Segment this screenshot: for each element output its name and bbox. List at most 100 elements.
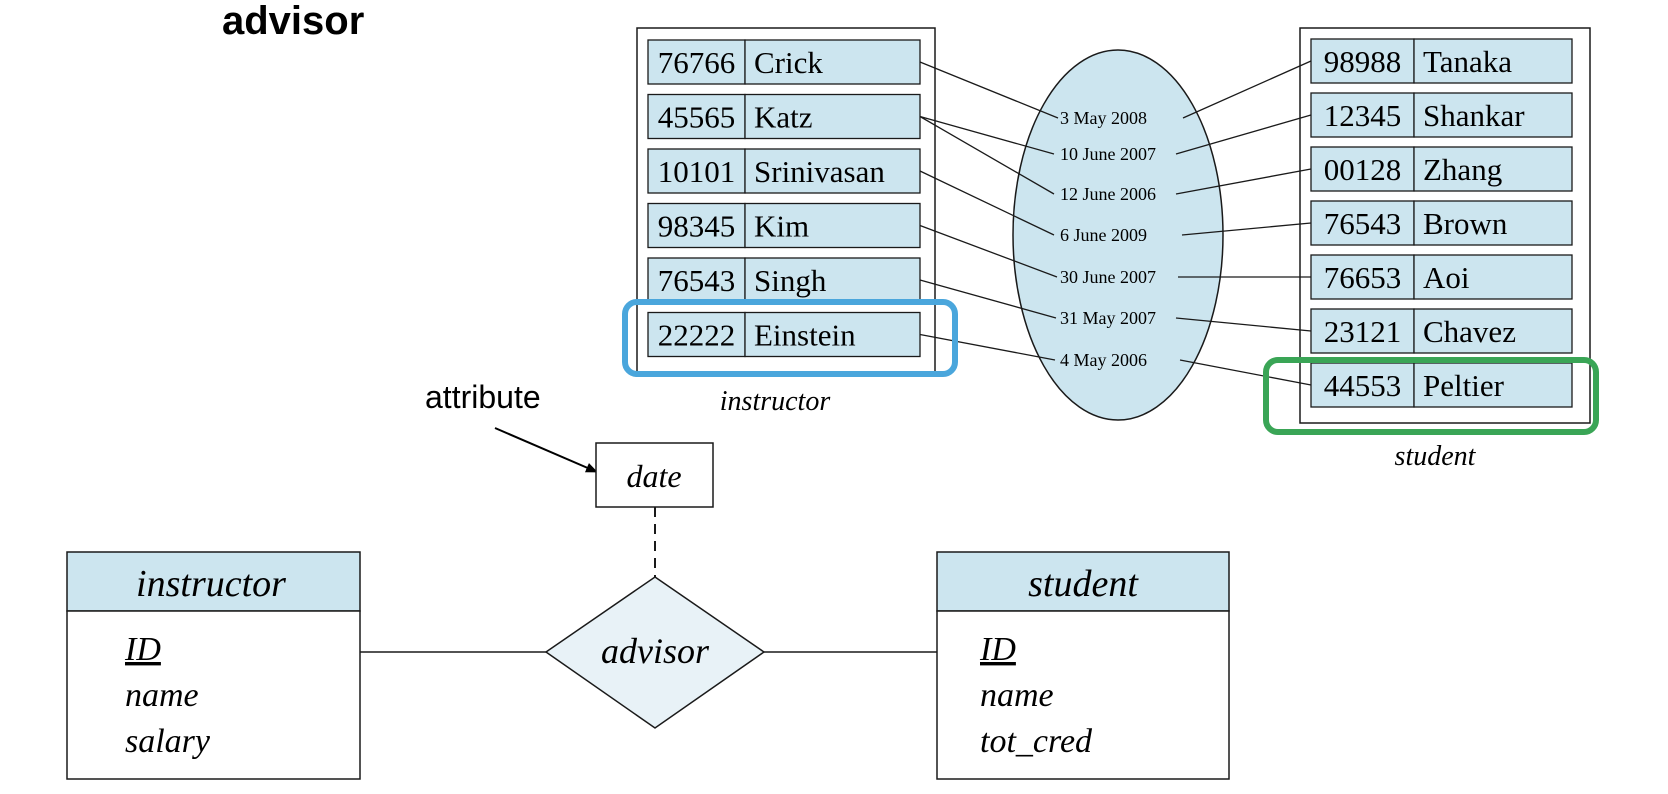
student-name-text: Chavez bbox=[1423, 314, 1516, 349]
instructor-link-line bbox=[919, 224, 1058, 278]
relationship-date-text: 12 June 2006 bbox=[1060, 184, 1156, 204]
student-link-line bbox=[1182, 60, 1312, 119]
student-key-attr: ID bbox=[979, 631, 1016, 668]
instructor-id-cell bbox=[647, 202, 746, 249]
instructor-highlight bbox=[622, 299, 958, 377]
instructor-id-text: 76766 bbox=[658, 45, 736, 80]
instructor-name-text: Crick bbox=[754, 45, 823, 80]
instructor-link-line bbox=[919, 115, 1055, 195]
student-id-cell bbox=[1310, 362, 1415, 408]
student-id-text: 44553 bbox=[1324, 368, 1402, 403]
instructor-name-text: Katz bbox=[754, 100, 813, 135]
student-attr-tot-cred: tot_cred bbox=[980, 723, 1093, 760]
instructor-row: 10101 Srinivasan bbox=[647, 148, 921, 194]
student-link-line bbox=[1175, 114, 1312, 155]
instructor-id-text: 10101 bbox=[658, 154, 736, 189]
student-name-text: Zhang bbox=[1423, 152, 1502, 187]
student-link-line bbox=[1175, 168, 1312, 195]
relationship-links bbox=[919, 60, 1312, 386]
student-name-cell bbox=[1413, 362, 1573, 408]
instructor-entity: instructor ID name salary bbox=[66, 551, 361, 780]
instructor-id-text: 98345 bbox=[658, 209, 736, 244]
student-row: 00128 Zhang bbox=[1310, 146, 1573, 192]
student-id-text: 98988 bbox=[1324, 44, 1402, 79]
relationship-date-text: 31 May 2007 bbox=[1060, 308, 1156, 328]
student-entity: student ID name tot_cred bbox=[936, 551, 1230, 780]
relationship-date-text: 3 May 2008 bbox=[1060, 108, 1147, 128]
instructor-link-line bbox=[919, 61, 1059, 119]
student-name-cell bbox=[1413, 38, 1573, 84]
instructor-id-cell bbox=[647, 257, 746, 303]
instructor-id-text: 45565 bbox=[658, 100, 736, 135]
attribute-annotation: attribute bbox=[425, 379, 541, 415]
student-id-cell bbox=[1310, 254, 1415, 300]
student-id-text: 23121 bbox=[1324, 314, 1402, 349]
student-name-cell bbox=[1413, 254, 1573, 300]
student-name-text: Shankar bbox=[1423, 98, 1525, 133]
student-name-text: Brown bbox=[1423, 206, 1508, 241]
instructor-name-text: Srinivasan bbox=[754, 154, 885, 189]
instructor-name-cell bbox=[744, 311, 921, 358]
advisor-relationship-label: advisor bbox=[601, 631, 710, 671]
student-row: 12345 Shankar bbox=[1310, 92, 1573, 138]
student-row: 23121 Chavez bbox=[1310, 308, 1573, 354]
instructor-attr-name: name bbox=[125, 677, 199, 714]
instructor-entity-body bbox=[66, 610, 361, 780]
student-id-text: 76543 bbox=[1324, 206, 1402, 241]
instructor-name-text: Einstein bbox=[754, 318, 856, 353]
instructor-link-line bbox=[919, 115, 1055, 155]
student-entity-name: student bbox=[1028, 563, 1139, 605]
annotation-arrow bbox=[494, 427, 598, 473]
student-id-text: 76653 bbox=[1324, 260, 1402, 295]
student-name-cell bbox=[1413, 200, 1573, 246]
instructor-attr-salary: salary bbox=[125, 723, 211, 760]
date-attribute-label: date bbox=[626, 458, 681, 494]
student-attr-name: name bbox=[980, 677, 1054, 714]
instructor-name-cell bbox=[744, 93, 921, 140]
student-id-cell bbox=[1310, 308, 1415, 354]
student-highlight bbox=[1263, 357, 1599, 435]
instructor-id-cell bbox=[647, 148, 746, 194]
relationship-date-text: 30 June 2007 bbox=[1060, 267, 1156, 287]
instructor-link-line bbox=[919, 279, 1057, 319]
instructor-row: 76766 Crick bbox=[647, 39, 921, 85]
student-id-text: 00128 bbox=[1324, 152, 1402, 187]
relationship-dates: 3 May 2008 10 June 2007 12 June 2006 6 June… bbox=[1060, 108, 1156, 370]
instructor-name-cell bbox=[744, 148, 921, 194]
student-name-cell bbox=[1413, 308, 1573, 354]
instructor-id-cell bbox=[647, 311, 746, 358]
instructor-id-text: 76543 bbox=[658, 263, 736, 298]
student-set-box bbox=[1299, 27, 1591, 424]
advisor-relationship-diamond bbox=[544, 576, 766, 729]
student-link-line bbox=[1175, 317, 1312, 332]
instructor-entity-header bbox=[66, 551, 361, 612]
instructor-name-cell bbox=[744, 202, 921, 249]
student-set-label: student bbox=[1395, 441, 1477, 472]
student-id-cell bbox=[1310, 92, 1415, 138]
student-id-text: 12345 bbox=[1324, 98, 1402, 133]
student-entity-body bbox=[936, 610, 1230, 780]
student-row: 44553 Peltier bbox=[1310, 362, 1573, 408]
student-name-text: Peltier bbox=[1423, 368, 1505, 403]
instructor-link-line bbox=[919, 170, 1055, 236]
relationship-date-text: 10 June 2007 bbox=[1060, 144, 1156, 164]
date-attribute-box bbox=[595, 442, 714, 508]
instructor-key-attr: ID bbox=[124, 631, 161, 668]
student-link-line bbox=[1179, 359, 1312, 386]
relationship-date-text: 6 June 2009 bbox=[1060, 225, 1147, 245]
student-row: 76543 Brown bbox=[1310, 200, 1573, 246]
instructor-set-label: instructor bbox=[720, 386, 831, 417]
instructor-id-cell bbox=[647, 39, 746, 85]
instructor-name-cell bbox=[744, 39, 921, 85]
relationship-ellipse bbox=[1012, 49, 1224, 421]
student-name-cell bbox=[1413, 146, 1573, 192]
instructor-link-line bbox=[919, 333, 1056, 361]
